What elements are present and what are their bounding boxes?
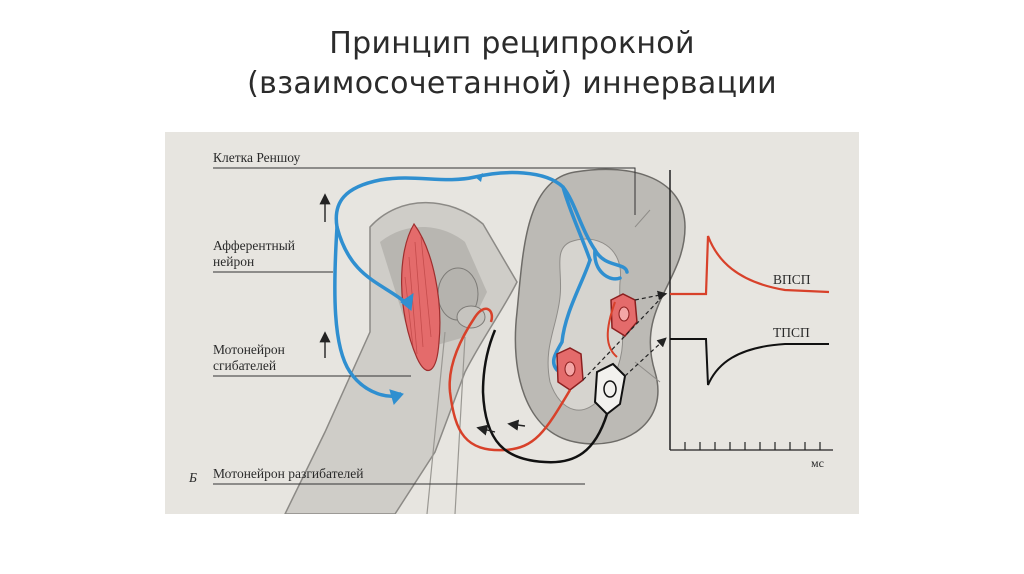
reciprocal-innervation-figure: Клетка Реншоу Афферентный нейрон Мотоней… [165, 132, 859, 514]
label-time-unit: мс [811, 456, 824, 470]
epsp-trace [670, 235, 830, 296]
motoneuron-extensor [593, 362, 627, 416]
afferent-neuron-path [333, 170, 629, 398]
slide-title-line-2: (взаимосочетанной) иннервации [247, 66, 777, 101]
slide-title: Принцип реципрокной (взаимосочетанной) и… [0, 24, 1024, 104]
extensor-efferent-path [481, 329, 609, 464]
label-afferent-line-1: Афферентный [213, 238, 296, 253]
ipsp-trace [670, 338, 829, 386]
flexor-efferent-path [448, 307, 572, 452]
label-renshaw-cell: Клетка Реншоу [213, 150, 301, 165]
label-ipsp: ТПСП [773, 325, 810, 340]
label-flexor-line-1: Мотонейрон [213, 342, 285, 357]
motoneuron-flexor [556, 293, 638, 391]
label-epsp: ВПСП [773, 272, 811, 287]
slide-title-line-1: Принцип реципрокной [329, 26, 695, 61]
potential-graph [669, 170, 833, 451]
label-flexor-line-2: сгибателей [213, 358, 277, 373]
innervation-diagram [213, 167, 833, 514]
panel-letter: Б [189, 470, 197, 485]
label-extensor: Мотонейрон разгибателей [213, 466, 364, 481]
label-afferent-line-2: нейрон [213, 254, 255, 269]
